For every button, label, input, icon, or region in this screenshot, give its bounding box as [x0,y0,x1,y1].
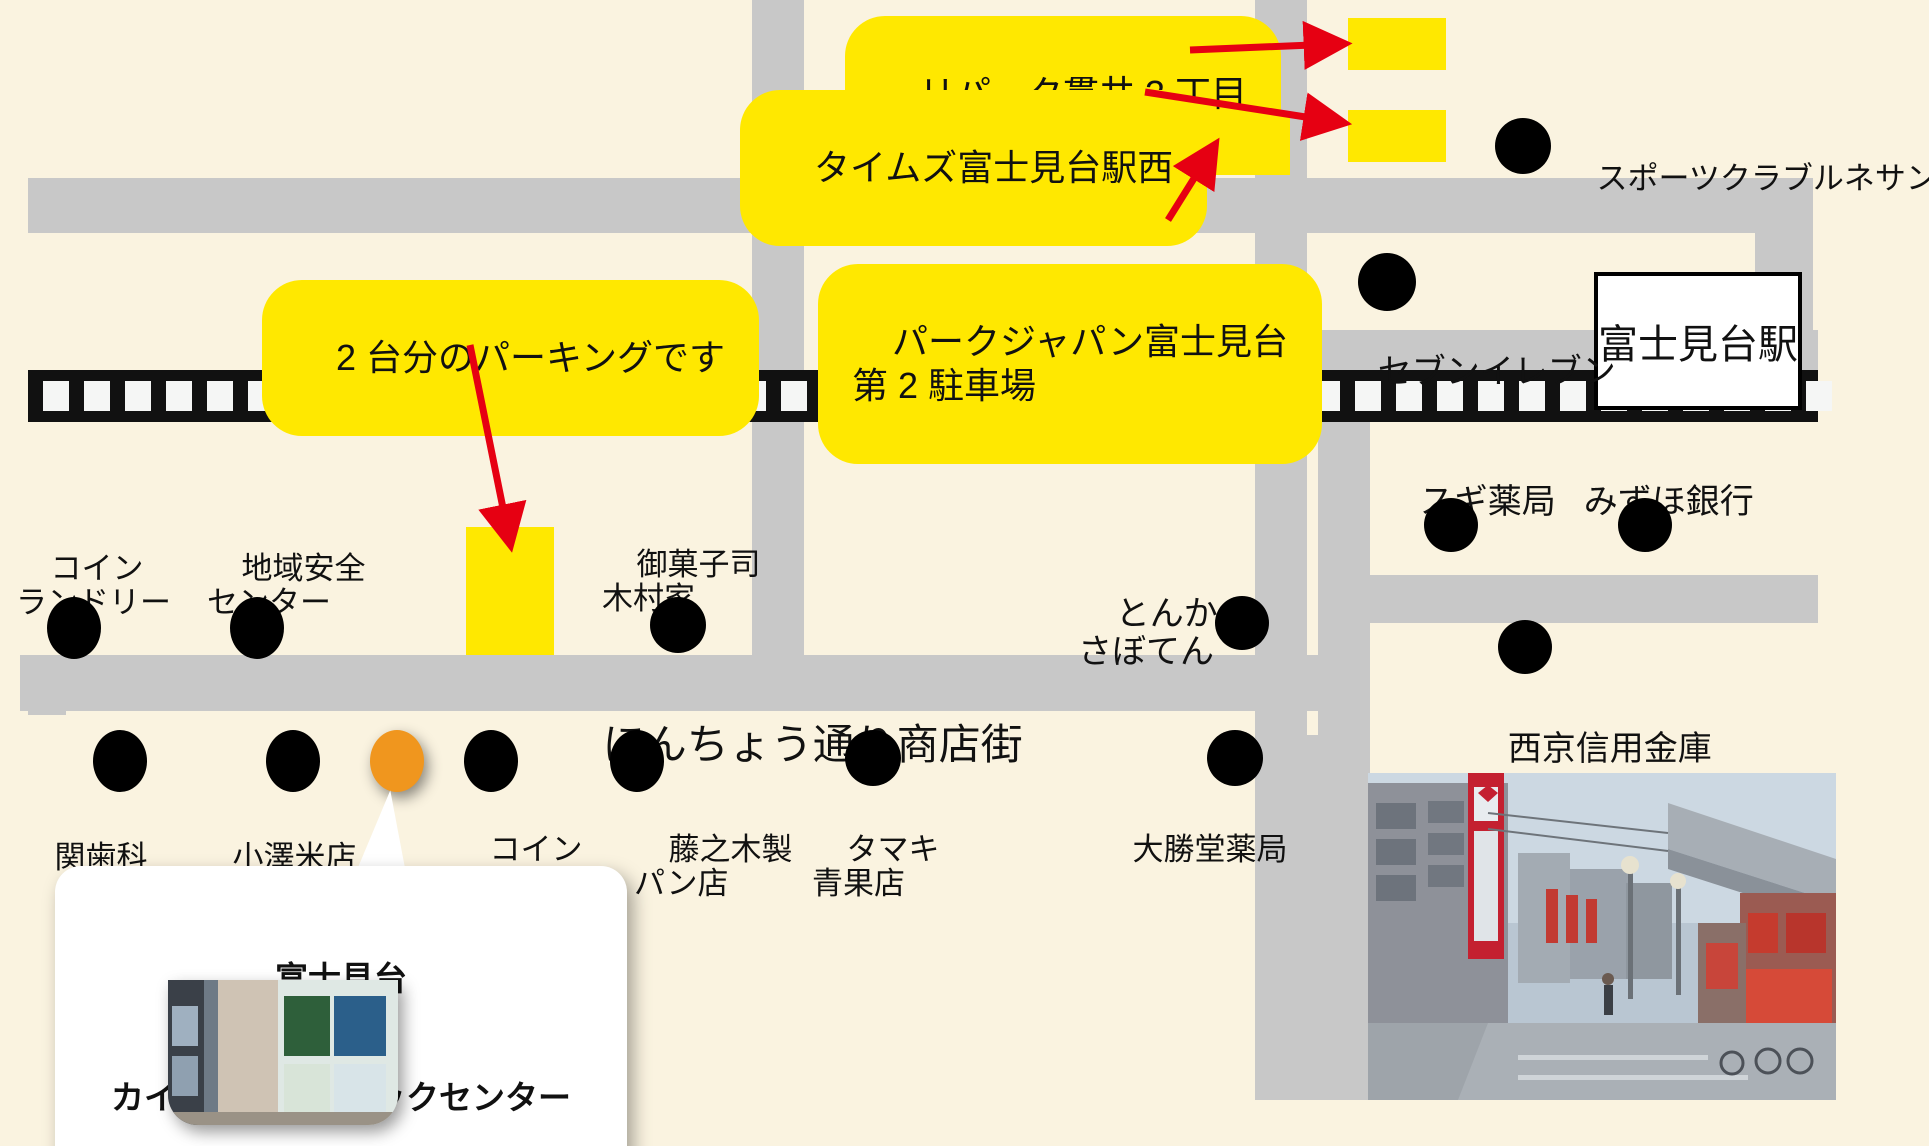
station-label: 富士見台駅 [1598,323,1798,367]
poi-label-saikyo-shinkin-bank: 西京信用金庫 [1507,730,1712,769]
railway-tie [207,381,233,411]
railway-tie [166,381,192,411]
parking-lot-repark [1348,18,1446,70]
poi-dot-tamaki-greengrocer [845,730,901,786]
railway-tie [1396,381,1422,411]
railway-tie [1519,381,1545,411]
poi-label-tamaki-greengrocer: タマキ 青果店 [812,831,940,902]
poi-dot-ozawa-rice-shop [266,730,320,792]
road-horizontal-shopping-street [20,655,1320,711]
poi-dot-okashitsukasa-kimuraya [650,597,706,653]
railway-tie [1560,381,1586,411]
callout-two-car-parking[interactable]: 2 台分のパーキングです [262,280,759,436]
poi-dot-tonkatsu-saboten [1215,596,1269,650]
railway-tie [125,381,151,411]
poi-dot-chiropractic-center[interactable] [370,730,424,792]
poi-label-seven-eleven: セブンイレブン [1377,353,1616,392]
railway-tie [1355,381,1381,411]
poi-dot-sugi-pharmacy [1424,498,1478,552]
poi-dot-coin-laundry-north [47,597,101,659]
callout-times[interactable]: タイムズ富士見台駅西 [740,90,1208,246]
poi-dot-seven-eleven [1358,253,1416,311]
poi-dot-seki-dental [93,730,147,792]
poi-dot-sports-club [1495,118,1551,174]
railway-tie [84,381,110,411]
parking-lot-two-cars [466,527,554,655]
parking-lot-park-japan-2 [1348,110,1446,162]
shopping-street-photo [1368,773,1836,1100]
poi-dot-mizuho-bank [1618,498,1672,552]
railway-tie [43,381,69,411]
poi-dot-fujinoki-bakery [610,730,664,792]
railway-tie [1806,381,1832,411]
road-vertical-left-stub [28,655,66,715]
railway-tie [781,381,807,411]
railway-tie [1478,381,1504,411]
station-box: 富士見台駅 [1594,272,1802,410]
poi-label-fujinoki-bakery: 藤之木製 パン店 [634,831,793,902]
clinic-storefront-photo [168,980,398,1125]
poi-label-sports-club: スポーツクラブルネサンス [1596,160,1929,196]
poi-dot-daishodo-pharmacy [1207,730,1263,786]
railway-tie [1437,381,1463,411]
poi-dot-coin-laundry-south [464,730,518,792]
road-horizontal-lower [1318,575,1818,623]
poi-dot-community-safety-center [230,597,284,659]
poi-label-daishodo-pharmacy: 大勝堂薬局 [1132,831,1288,867]
poi-dot-saikyo-shinkin-bank [1498,620,1552,674]
road-block-bottom-right [1255,735,1370,1100]
shopping-street-name: ほんちょう通り商店街 [602,721,1023,768]
callout-park-japan[interactable]: パークジャパン富士見台 第 2 駐車場 [818,264,1323,464]
